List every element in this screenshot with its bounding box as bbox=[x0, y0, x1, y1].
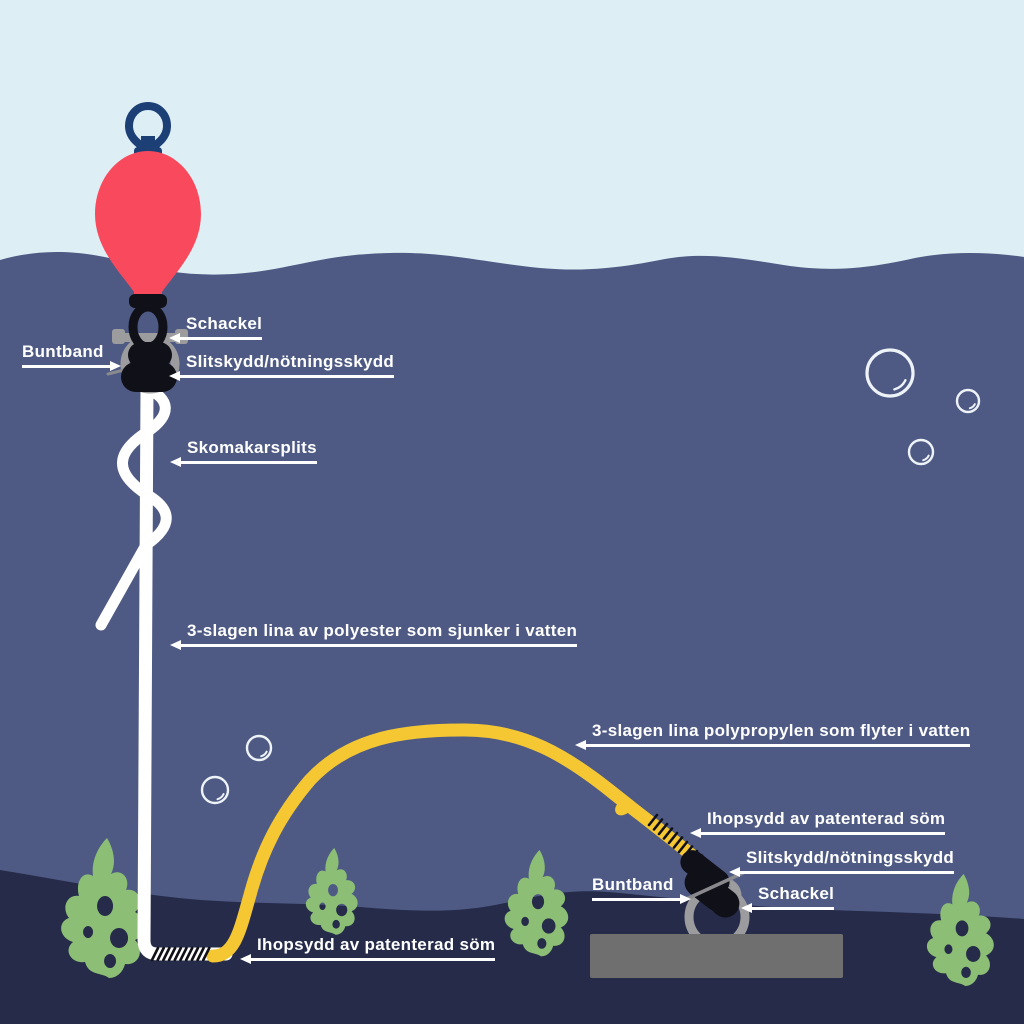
bubble-highlight bbox=[968, 403, 976, 410]
label-slitskydd-top: Slitskydd/nötningsskydd bbox=[168, 352, 395, 380]
label-ihopsydd-bottom: Ihopsydd av patenterad söm bbox=[239, 935, 496, 963]
protector-sleeve-lower bbox=[684, 868, 740, 918]
bubble-small bbox=[200, 775, 230, 805]
label-text: Buntband bbox=[22, 342, 104, 361]
buoy bbox=[95, 151, 201, 302]
bubble-group-left bbox=[200, 734, 273, 805]
bubble-highlight bbox=[216, 793, 225, 801]
arrow-line bbox=[239, 954, 496, 963]
label-buntband-bottom: Buntband bbox=[592, 875, 691, 903]
label-buntband-top: Buntband bbox=[22, 342, 121, 370]
label-ihopsydd-right: Ihopsydd av patenterad söm bbox=[689, 809, 946, 837]
seaweed-mid-left bbox=[305, 848, 358, 935]
cable-tie-bottom bbox=[680, 871, 745, 903]
seaweed-left bbox=[61, 838, 145, 978]
label-text: Slitskydd/nötningsskydd bbox=[186, 352, 395, 371]
label-text: 3-slagen lina av polyester som sjunker i… bbox=[187, 621, 578, 640]
label-text: Buntband bbox=[592, 875, 674, 894]
seaweed-right bbox=[926, 874, 994, 986]
stitch-seam-bottom bbox=[150, 946, 211, 962]
seaweed-middle bbox=[504, 850, 569, 957]
label-text: Skomakarsplits bbox=[187, 438, 317, 457]
buoy-rigging-hardware bbox=[106, 294, 188, 394]
arrow-line bbox=[728, 867, 955, 876]
chafe-protector-bottom bbox=[680, 850, 745, 918]
label-text: Schackel bbox=[758, 884, 835, 903]
label-text: Schackel bbox=[186, 314, 263, 333]
buoy-neck-band bbox=[129, 294, 167, 308]
label-text: 3-slagen lina polypropylen som flyter i … bbox=[592, 721, 971, 740]
label-skomakarsplits: Skomakarsplits bbox=[170, 438, 317, 466]
label-text: Ihopsydd av patenterad söm bbox=[257, 935, 496, 954]
arrow-line bbox=[170, 457, 317, 466]
arrow-line bbox=[22, 361, 121, 370]
arrow-line bbox=[169, 640, 578, 649]
bubble-small bbox=[907, 438, 935, 466]
protector-cap-lower bbox=[121, 362, 177, 392]
arrow-line bbox=[689, 828, 946, 837]
label-text: Ihopsydd av patenterad söm bbox=[707, 809, 946, 828]
rope-splice-nub bbox=[615, 798, 633, 816]
rope-polypropylene-yellow bbox=[206, 723, 708, 963]
bubble-group-right bbox=[865, 348, 981, 466]
label-text: Slitskydd/nötningsskydd bbox=[746, 848, 955, 867]
skomakarsplits-splice bbox=[95, 384, 172, 631]
bubble-large bbox=[865, 348, 915, 398]
water-surface bbox=[0, 252, 1024, 1024]
bubble-highlight bbox=[260, 750, 268, 758]
anchor-block bbox=[590, 934, 843, 978]
arrow-line bbox=[574, 740, 971, 749]
bubble-highlight bbox=[922, 454, 930, 462]
arrow-line bbox=[740, 903, 835, 912]
arrow-line bbox=[168, 333, 263, 342]
arrow-line bbox=[168, 371, 395, 380]
label-schackel-bottom: Schackel bbox=[740, 884, 835, 912]
label-slitskydd-bottom: Slitskydd/nötningsskydd bbox=[728, 848, 955, 876]
rope-polyester-white bbox=[137, 381, 233, 961]
label-lina-polypropylen: 3-slagen lina polypropylen som flyter i … bbox=[574, 721, 971, 749]
bubble-small bbox=[955, 388, 981, 414]
label-lina-polyester: 3-slagen lina av polyester som sjunker i… bbox=[169, 621, 578, 649]
bubble-small bbox=[245, 734, 273, 762]
label-schackel-top: Schackel bbox=[168, 314, 263, 342]
arrow-line bbox=[592, 894, 691, 903]
bubble-highlight bbox=[893, 379, 907, 391]
protector-cap-upper bbox=[128, 342, 172, 368]
shackle-pin-head bbox=[112, 329, 125, 344]
